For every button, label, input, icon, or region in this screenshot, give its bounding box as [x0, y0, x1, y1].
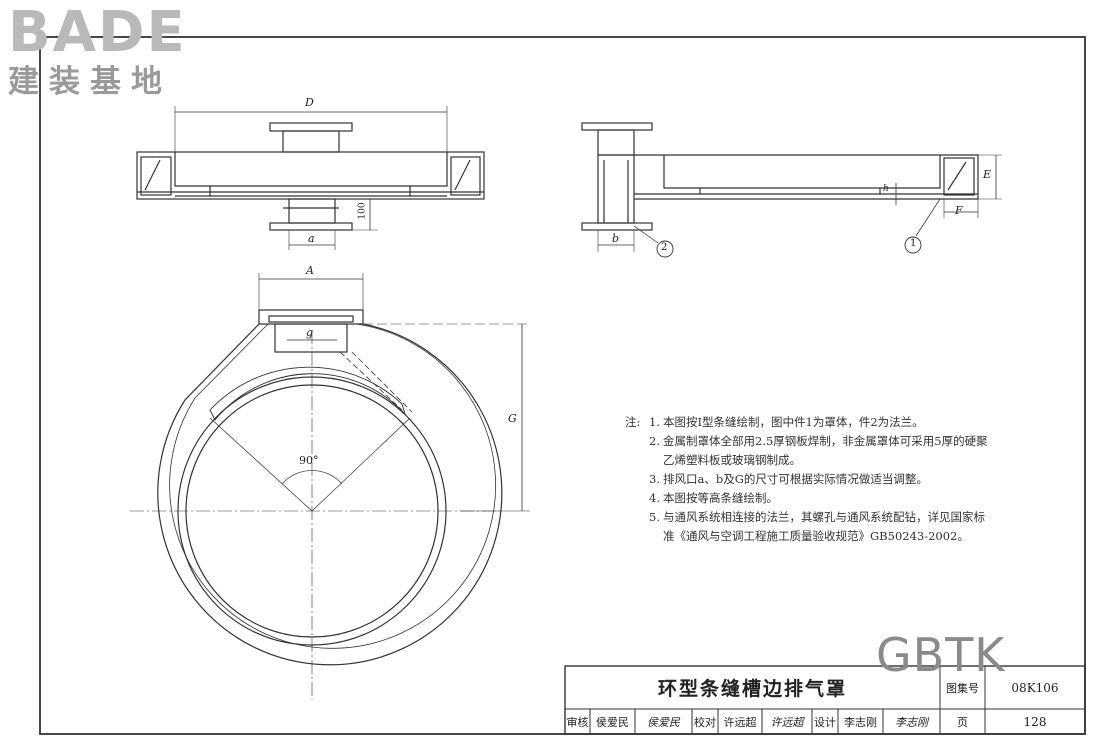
page-label: 页: [957, 715, 968, 729]
check-label: 校对: [694, 715, 716, 729]
drawing-title: 环型条缝槽边排气罩: [657, 678, 847, 700]
logo-brand: BADE: [8, 0, 187, 65]
plan-view: [130, 273, 530, 700]
note-5-cont: 准《通风与空调工程施工质量验收规范》GB50243-2002。: [663, 529, 969, 543]
logo-subtitle: 建装基地: [8, 64, 172, 100]
front-section-view: [136, 106, 485, 250]
dim-label-D: D: [305, 96, 314, 109]
note-4: 4. 本图按等高条缝绘制。: [649, 491, 778, 505]
callout-1: 1: [910, 238, 917, 249]
dim-label-E: E: [983, 168, 992, 181]
note-2: 2. 金属制罩体全部用2.5厚钢板焊制，非金属罩体可采用5厚的硬聚: [649, 434, 988, 448]
dim-label-A: A: [306, 264, 314, 277]
atlas-number: 08K106: [1011, 680, 1059, 695]
note-1: 注: 1. 本图按Ⅰ型条缝绘制，图中件1为罩体，件2为法兰。: [625, 413, 1065, 432]
dim-label-100: 100: [357, 202, 368, 220]
callout-2: 2: [661, 242, 668, 253]
reviewer-signature: 侯爱民: [647, 715, 680, 729]
page-number: 128: [1023, 714, 1047, 729]
gbtk-watermark: GBTK: [876, 628, 1006, 682]
notes-prefix: 注:: [625, 415, 641, 429]
side-section-view: [581, 122, 1002, 258]
note-2-cont: 乙烯塑料板或玻璃钢制成。: [663, 453, 801, 467]
title-block-lines: [564, 665, 1086, 735]
dim-label-h: h: [883, 184, 889, 194]
review-label: 审核: [566, 715, 589, 729]
drawing-frame: [39, 36, 1086, 735]
note-5: 5. 与通风系统相连接的法兰，其螺孔与通风系统配钻，详见国家标: [649, 510, 985, 524]
dim-label-b: b: [612, 232, 620, 245]
note-3: 3. 排风口a、b及G的尺寸可根据实际情况做适当调整。: [649, 472, 928, 486]
design-label: 设计: [814, 715, 836, 729]
angle-label: 90°: [299, 454, 319, 467]
design-notes: 注: 1. 本图按Ⅰ型条缝绘制，图中件1为罩体，件2为法兰。 2. 金属制罩体全…: [625, 413, 1065, 546]
dim-label-a: a: [308, 232, 315, 245]
checker-name: 许远超: [723, 715, 757, 729]
dim-label-F: F: [955, 204, 963, 217]
designer-signature: 李志刚: [895, 715, 928, 729]
bade-logo: BADE 建装基地: [8, 4, 218, 102]
dim-label-G: G: [508, 412, 517, 425]
atlas-label: 图集号: [946, 681, 979, 695]
designer-name: 李志刚: [844, 715, 877, 729]
reviewer-name: 侯爱民: [596, 715, 629, 729]
checker-signature: 许远超: [770, 715, 804, 729]
dim-label-g: g: [306, 326, 314, 339]
